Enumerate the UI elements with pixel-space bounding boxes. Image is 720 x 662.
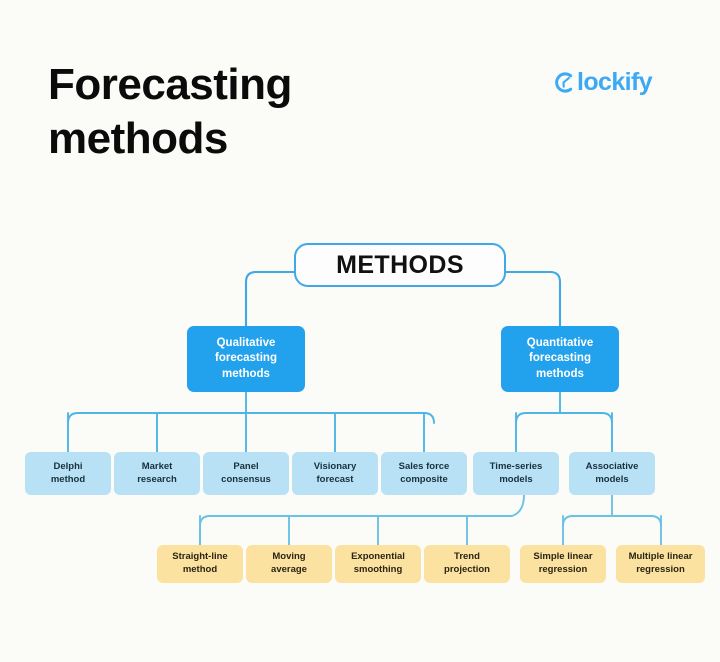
node-sales-force-composite-label: Sales force composite xyxy=(398,460,450,485)
link-methods-quantitative xyxy=(504,270,562,328)
node-market-research[interactable]: Market research xyxy=(114,452,200,495)
node-associative-models[interactable]: Associative models xyxy=(569,452,655,495)
node-visionary-forecast[interactable]: Visionary forecast xyxy=(292,452,378,495)
node-exponential-smoothing-label: Exponential smoothing xyxy=(351,551,405,575)
node-simple-linear-regression[interactable]: Simple linear regression xyxy=(520,545,606,583)
node-time-series-models-label: Time-series models xyxy=(489,460,543,485)
node-qualitative-label: Qualitative forecasting methods xyxy=(215,336,277,380)
link-methods-qualitative xyxy=(244,270,296,328)
node-methods[interactable]: METHODS xyxy=(294,243,506,287)
clockify-wordmark: lockify xyxy=(577,68,653,96)
node-qualitative-forecasting-methods[interactable]: Qualitative forecasting methods xyxy=(187,326,305,392)
clockify-clock-logo-icon xyxy=(555,72,573,93)
node-sales-force-composite[interactable]: Sales force composite xyxy=(381,452,467,495)
node-trend-projection-label: Trend projection xyxy=(444,551,490,575)
node-quantitative-label: Quantitative forecasting methods xyxy=(526,336,594,380)
link-time-series-bus xyxy=(199,494,525,546)
node-straight-line-method[interactable]: Straight-line method xyxy=(157,545,243,583)
bus-quantitative xyxy=(515,412,613,424)
node-simple-linear-regression-label: Simple linear regression xyxy=(533,551,593,575)
node-methods-label: METHODS xyxy=(336,250,464,279)
node-delphi-method[interactable]: Delphi method xyxy=(25,452,111,495)
node-associative-models-label: Associative models xyxy=(585,460,639,485)
page-title: Forecasting methods xyxy=(48,60,292,163)
node-market-research-label: Market research xyxy=(137,460,177,485)
node-moving-average-label: Moving average xyxy=(271,551,307,575)
node-panel-consensus-label: Panel consensus xyxy=(221,460,271,485)
node-delphi-method-label: Delphi method xyxy=(50,460,86,485)
node-multiple-linear-regression-label: Multiple linear regression xyxy=(628,551,693,575)
node-time-series-models[interactable]: Time-series models xyxy=(473,452,559,495)
node-visionary-forecast-label: Visionary forecast xyxy=(313,460,357,485)
node-multiple-linear-regression[interactable]: Multiple linear regression xyxy=(616,545,705,583)
bus-qualitative xyxy=(67,412,435,424)
node-straight-line-method-label: Straight-line method xyxy=(172,551,228,575)
bus-associative xyxy=(562,515,662,527)
node-exponential-smoothing[interactable]: Exponential smoothing xyxy=(335,545,421,583)
clockify-logo: lockify xyxy=(552,68,653,96)
node-quantitative-forecasting-methods[interactable]: Quantitative forecasting methods xyxy=(501,326,619,392)
node-panel-consensus[interactable]: Panel consensus xyxy=(203,452,289,495)
node-trend-projection[interactable]: Trend projection xyxy=(424,545,510,583)
node-moving-average[interactable]: Moving average xyxy=(246,545,332,583)
